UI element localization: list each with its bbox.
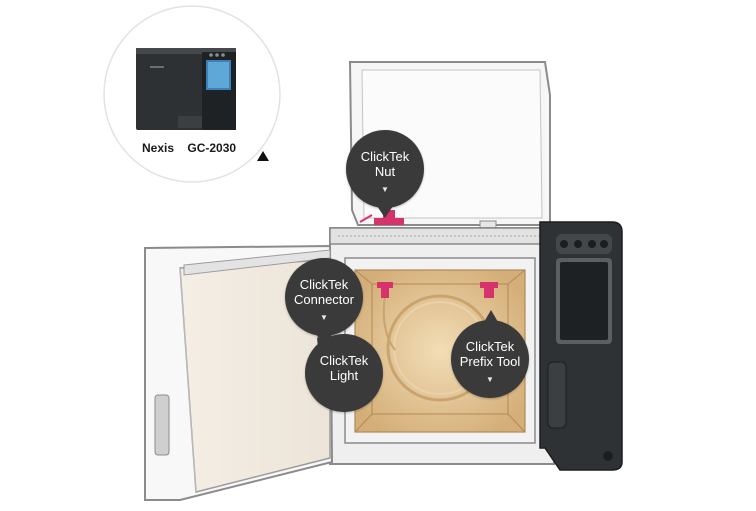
callout-clicktek-light: ClickTek Light xyxy=(305,334,383,412)
chevron-down-icon: ▼ xyxy=(486,375,494,384)
chevron-down-icon: ▼ xyxy=(381,185,389,194)
model-pointer-arrow xyxy=(257,151,269,161)
callout-connector-line2: Connector xyxy=(294,292,354,307)
oven-door xyxy=(144,244,334,501)
callout-prefix-tool-line1: ClickTek xyxy=(465,339,515,354)
callout-connector-line1: ClickTek xyxy=(299,277,349,292)
callout-prefix-tool-line2: Prefix Tool xyxy=(459,354,521,369)
callout-nut-line2: Nut xyxy=(374,164,396,179)
chevron-down-icon: ▼ xyxy=(320,313,328,322)
callout-nut-line1: ClickTek xyxy=(360,149,410,164)
callout-light-line1: ClickTek xyxy=(319,353,369,368)
callout-light-line2: Light xyxy=(329,368,359,383)
model-name-label: Nexis GC-2030 xyxy=(142,141,237,155)
model-thumbnail xyxy=(103,5,281,183)
callout-clicktek-connector: ClickTek Connector ▼ xyxy=(285,258,363,346)
callout-clicktek-nut: ClickTek Nut ▼ xyxy=(346,130,424,218)
callout-clicktek-prefix-tool: ClickTek Prefix Tool ▼ xyxy=(451,310,529,398)
control-panel xyxy=(539,221,623,471)
